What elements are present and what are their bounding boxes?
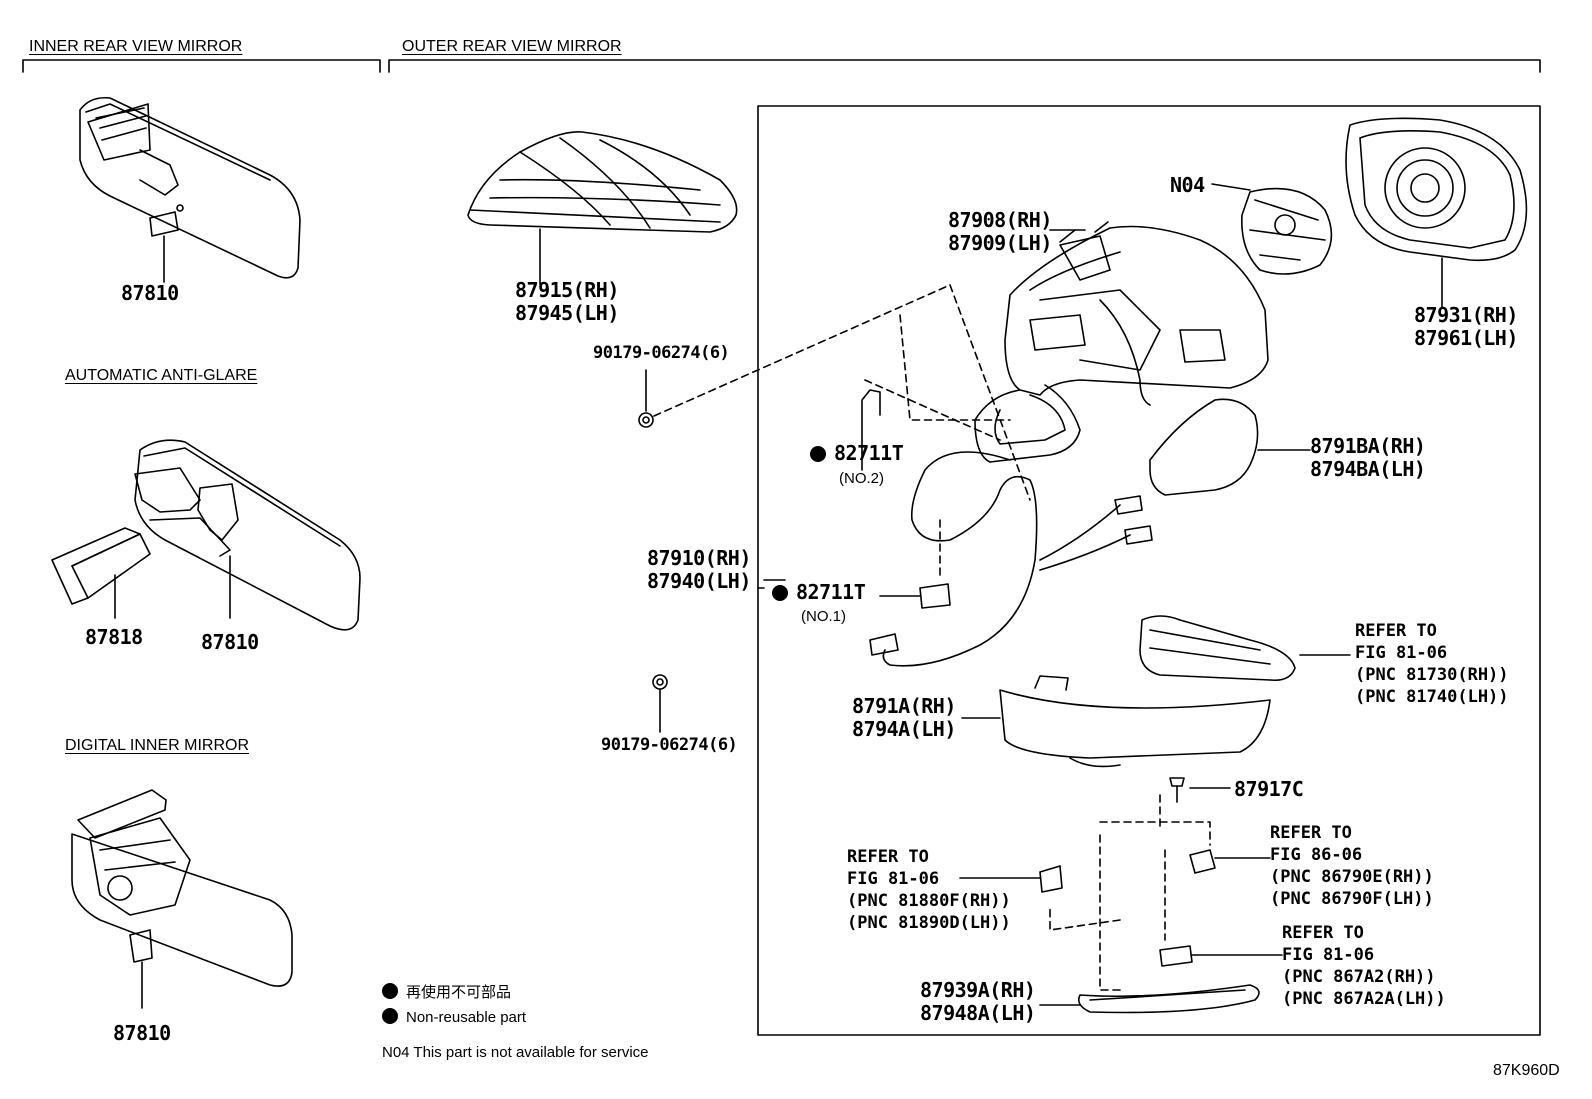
clip-drawings [638, 369, 668, 733]
part-8794BA: 8794BA(LH) [1310, 457, 1426, 481]
screw-drawing [1169, 777, 1231, 803]
part-82711T-no1-variant: (NO.1) [801, 608, 846, 625]
section-title-digital: DIGITAL INNER MIRROR [65, 737, 250, 754]
part-82711T-no1: 82711T [772, 580, 866, 604]
motor-drawing [1211, 183, 1333, 275]
reference-fig-81-06-lamp: REFER TO FIG 81-06 (PNC 81880F(RH)) (PNC… [847, 847, 1011, 933]
part-87915: 87915(RH) [515, 278, 619, 302]
part-87810-inner: 87810 [121, 281, 179, 305]
part-87910: 87910(RH) [647, 546, 751, 570]
legend-en: Non-reusable part [382, 1008, 526, 1025]
legend-en-text: Non-reusable part [406, 1009, 527, 1026]
part-8791BA: 8791BA(RH) [1310, 434, 1426, 458]
reference-fig-86-06: REFER TO FIG 86-06 (PNC 86790E(RH)) (PNC… [1270, 823, 1434, 909]
part-87917C: 87917C [1234, 777, 1304, 801]
part-8794A: 8794A(LH) [852, 717, 956, 741]
part-90179-upper: 90179-06274(6) [593, 343, 730, 363]
part-87948A: 87948A(LH) [920, 1001, 1036, 1025]
section-title-inner: INNER REAR VIEW MIRROR [29, 38, 243, 55]
legend-jp-text: 再使用不可部品 [406, 984, 512, 1001]
part-82711T-no1-label: 82711T [796, 580, 866, 604]
part-87939A: 87939A(RH) [920, 978, 1036, 1002]
part-87908: 87908(RH) [948, 208, 1052, 232]
part-87940: 87940(LH) [647, 569, 751, 593]
anti-glare-mirror-drawing [51, 439, 361, 631]
reference-fig-81-06-turn-signal: REFER TO FIG 81-06 (PNC 81730(RH)) (PNC … [1355, 621, 1509, 707]
part-82711T-no2-variant: (NO.2) [839, 470, 884, 487]
mirror-cover-drawing [467, 131, 738, 285]
digital-mirror-drawing [71, 789, 293, 1009]
section-brackets [22, 59, 1541, 73]
inner-mirror-drawing [79, 96, 301, 283]
part-87909: 87909(LH) [948, 231, 1052, 255]
lower-lens-drawing [1039, 984, 1260, 1014]
part-87931: 87931(RH) [1414, 303, 1518, 327]
part-90179-lower: 90179-06274(6) [601, 735, 738, 755]
part-N04: N04 [1170, 173, 1205, 197]
section-title-anti-glare: AUTOMATIC ANTI-GLARE [65, 367, 258, 384]
part-82711T-no2: 82711T [810, 441, 904, 465]
legend-n04-note: N04 This part is not available for servi… [382, 1044, 649, 1061]
mirror-housing-drawing [869, 221, 1269, 667]
leader-lines [757, 229, 1086, 589]
part-87810-digital: 87810 [113, 1021, 171, 1045]
section-title-outer: OUTER REAR VIEW MIRROR [402, 38, 622, 55]
part-87945: 87945(LH) [515, 301, 619, 325]
lower-cover-drawing [1149, 398, 1311, 496]
part-87810-anti-glare: 87810 [201, 630, 259, 654]
legend-dot [382, 1008, 398, 1024]
figure-code: 87K960D [1493, 1062, 1560, 1079]
side-cover-drawing [961, 675, 1271, 768]
small-part-drawings [763, 389, 1283, 967]
turn-signal-drawing [1139, 615, 1351, 682]
reference-fig-81-06-unit: REFER TO FIG 81-06 (PNC 867A2(RH)) (PNC … [1282, 923, 1446, 1009]
legend-jp: 再使用不可部品 [382, 983, 511, 1000]
dashed-leaders [653, 284, 1211, 991]
mirror-glass-drawing [1345, 117, 1528, 309]
assembly-frame [757, 105, 1541, 1036]
legend-dot [382, 983, 398, 999]
part-87961: 87961(LH) [1414, 326, 1518, 350]
non-reusable-dot [810, 446, 826, 462]
part-87818: 87818 [85, 625, 143, 649]
part-82711T-no2-label: 82711T [834, 441, 904, 465]
non-reusable-dot [772, 585, 788, 601]
part-8791A: 8791A(RH) [852, 694, 956, 718]
